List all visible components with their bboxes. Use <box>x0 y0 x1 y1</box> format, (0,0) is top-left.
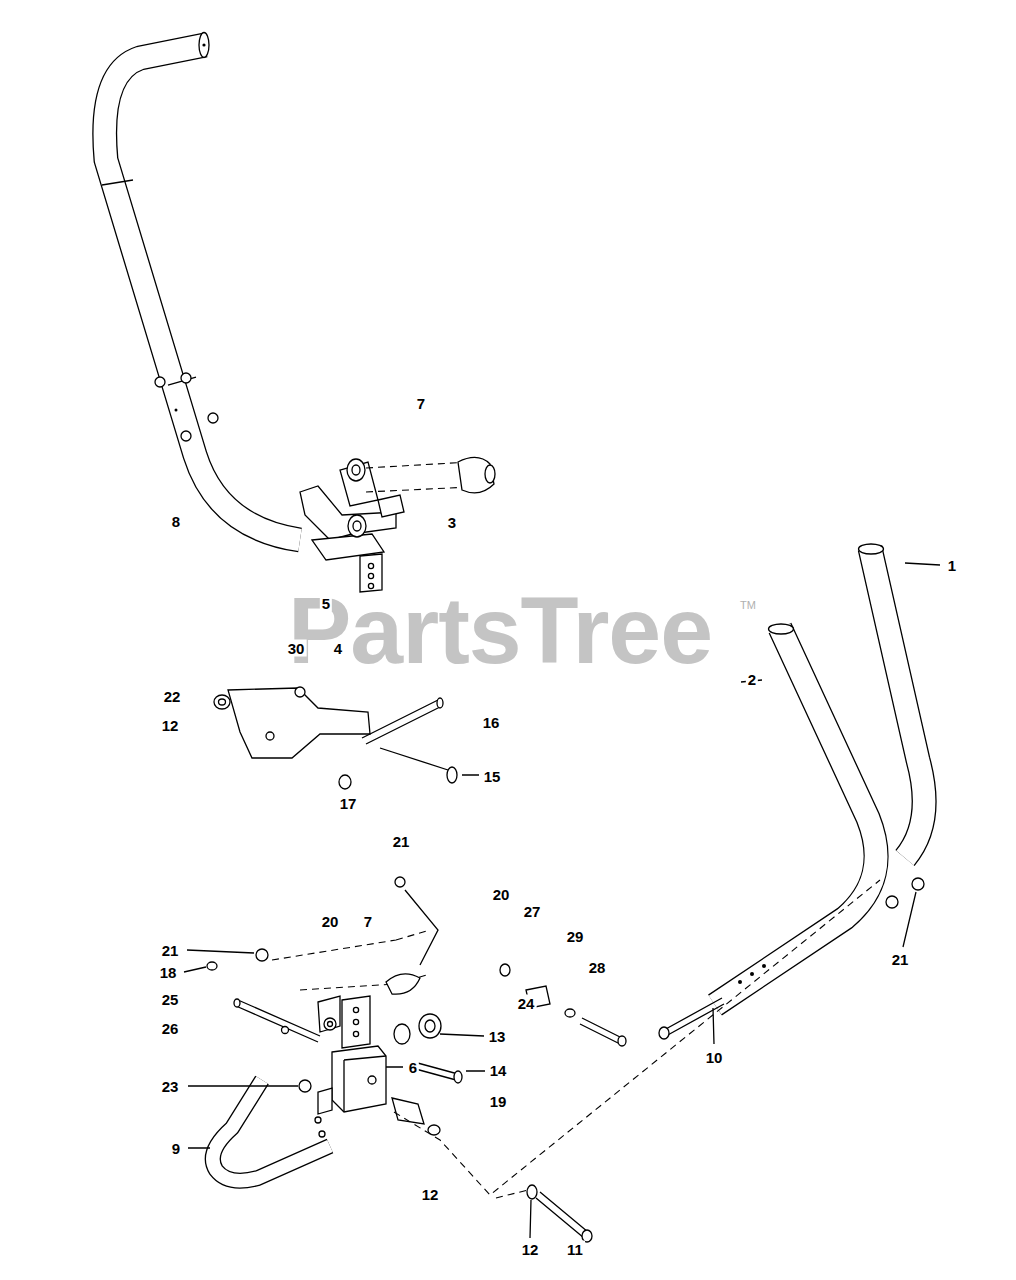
callout-number: 6 <box>407 1059 419 1076</box>
watermark: PartsTree <box>288 580 712 680</box>
callout-number: 20 <box>491 886 512 903</box>
callout-number: 7 <box>362 913 374 930</box>
callout-number: 4 <box>332 640 344 657</box>
callout-number: 3 <box>446 514 458 531</box>
callout-number: 7 <box>415 395 427 412</box>
callout-number: 24 <box>516 995 537 1012</box>
callout-number: 17 <box>338 795 359 812</box>
callout-number: 12 <box>160 717 181 734</box>
callout-number: 11 <box>565 1241 585 1258</box>
callout-number: 9 <box>170 1140 182 1157</box>
callout-number: 15 <box>482 768 503 785</box>
callout-number: 14 <box>488 1062 509 1079</box>
callout-number: 8 <box>170 513 182 530</box>
callout-number: 21 <box>391 833 412 850</box>
callout-number: 12 <box>420 1186 441 1203</box>
callout-number: 30 <box>286 640 307 657</box>
callout-number: 27 <box>522 903 543 920</box>
callout-number: 29 <box>565 928 586 945</box>
callout-number: 19 <box>488 1093 509 1110</box>
callout-number: 21 <box>890 951 911 968</box>
callout-number: 21 <box>160 942 181 959</box>
callout-number: 23 <box>160 1078 181 1095</box>
callout-number: 26 <box>160 1020 181 1037</box>
callout-number: 2 <box>746 671 758 688</box>
callout-number: 22 <box>162 688 183 705</box>
callout-number: 28 <box>587 959 608 976</box>
callout-number: 20 <box>320 913 341 930</box>
trademark-mark: TM <box>740 599 756 611</box>
callout-number: 1 <box>946 557 958 574</box>
callout-number: 5 <box>320 595 332 612</box>
callout-number: 12 <box>520 1241 541 1258</box>
callout-number: 10 <box>704 1049 725 1066</box>
callout-number: 18 <box>158 964 179 981</box>
callout-number: 25 <box>160 991 181 1008</box>
callout-number: 13 <box>487 1028 508 1045</box>
callout-number: 16 <box>481 714 502 731</box>
